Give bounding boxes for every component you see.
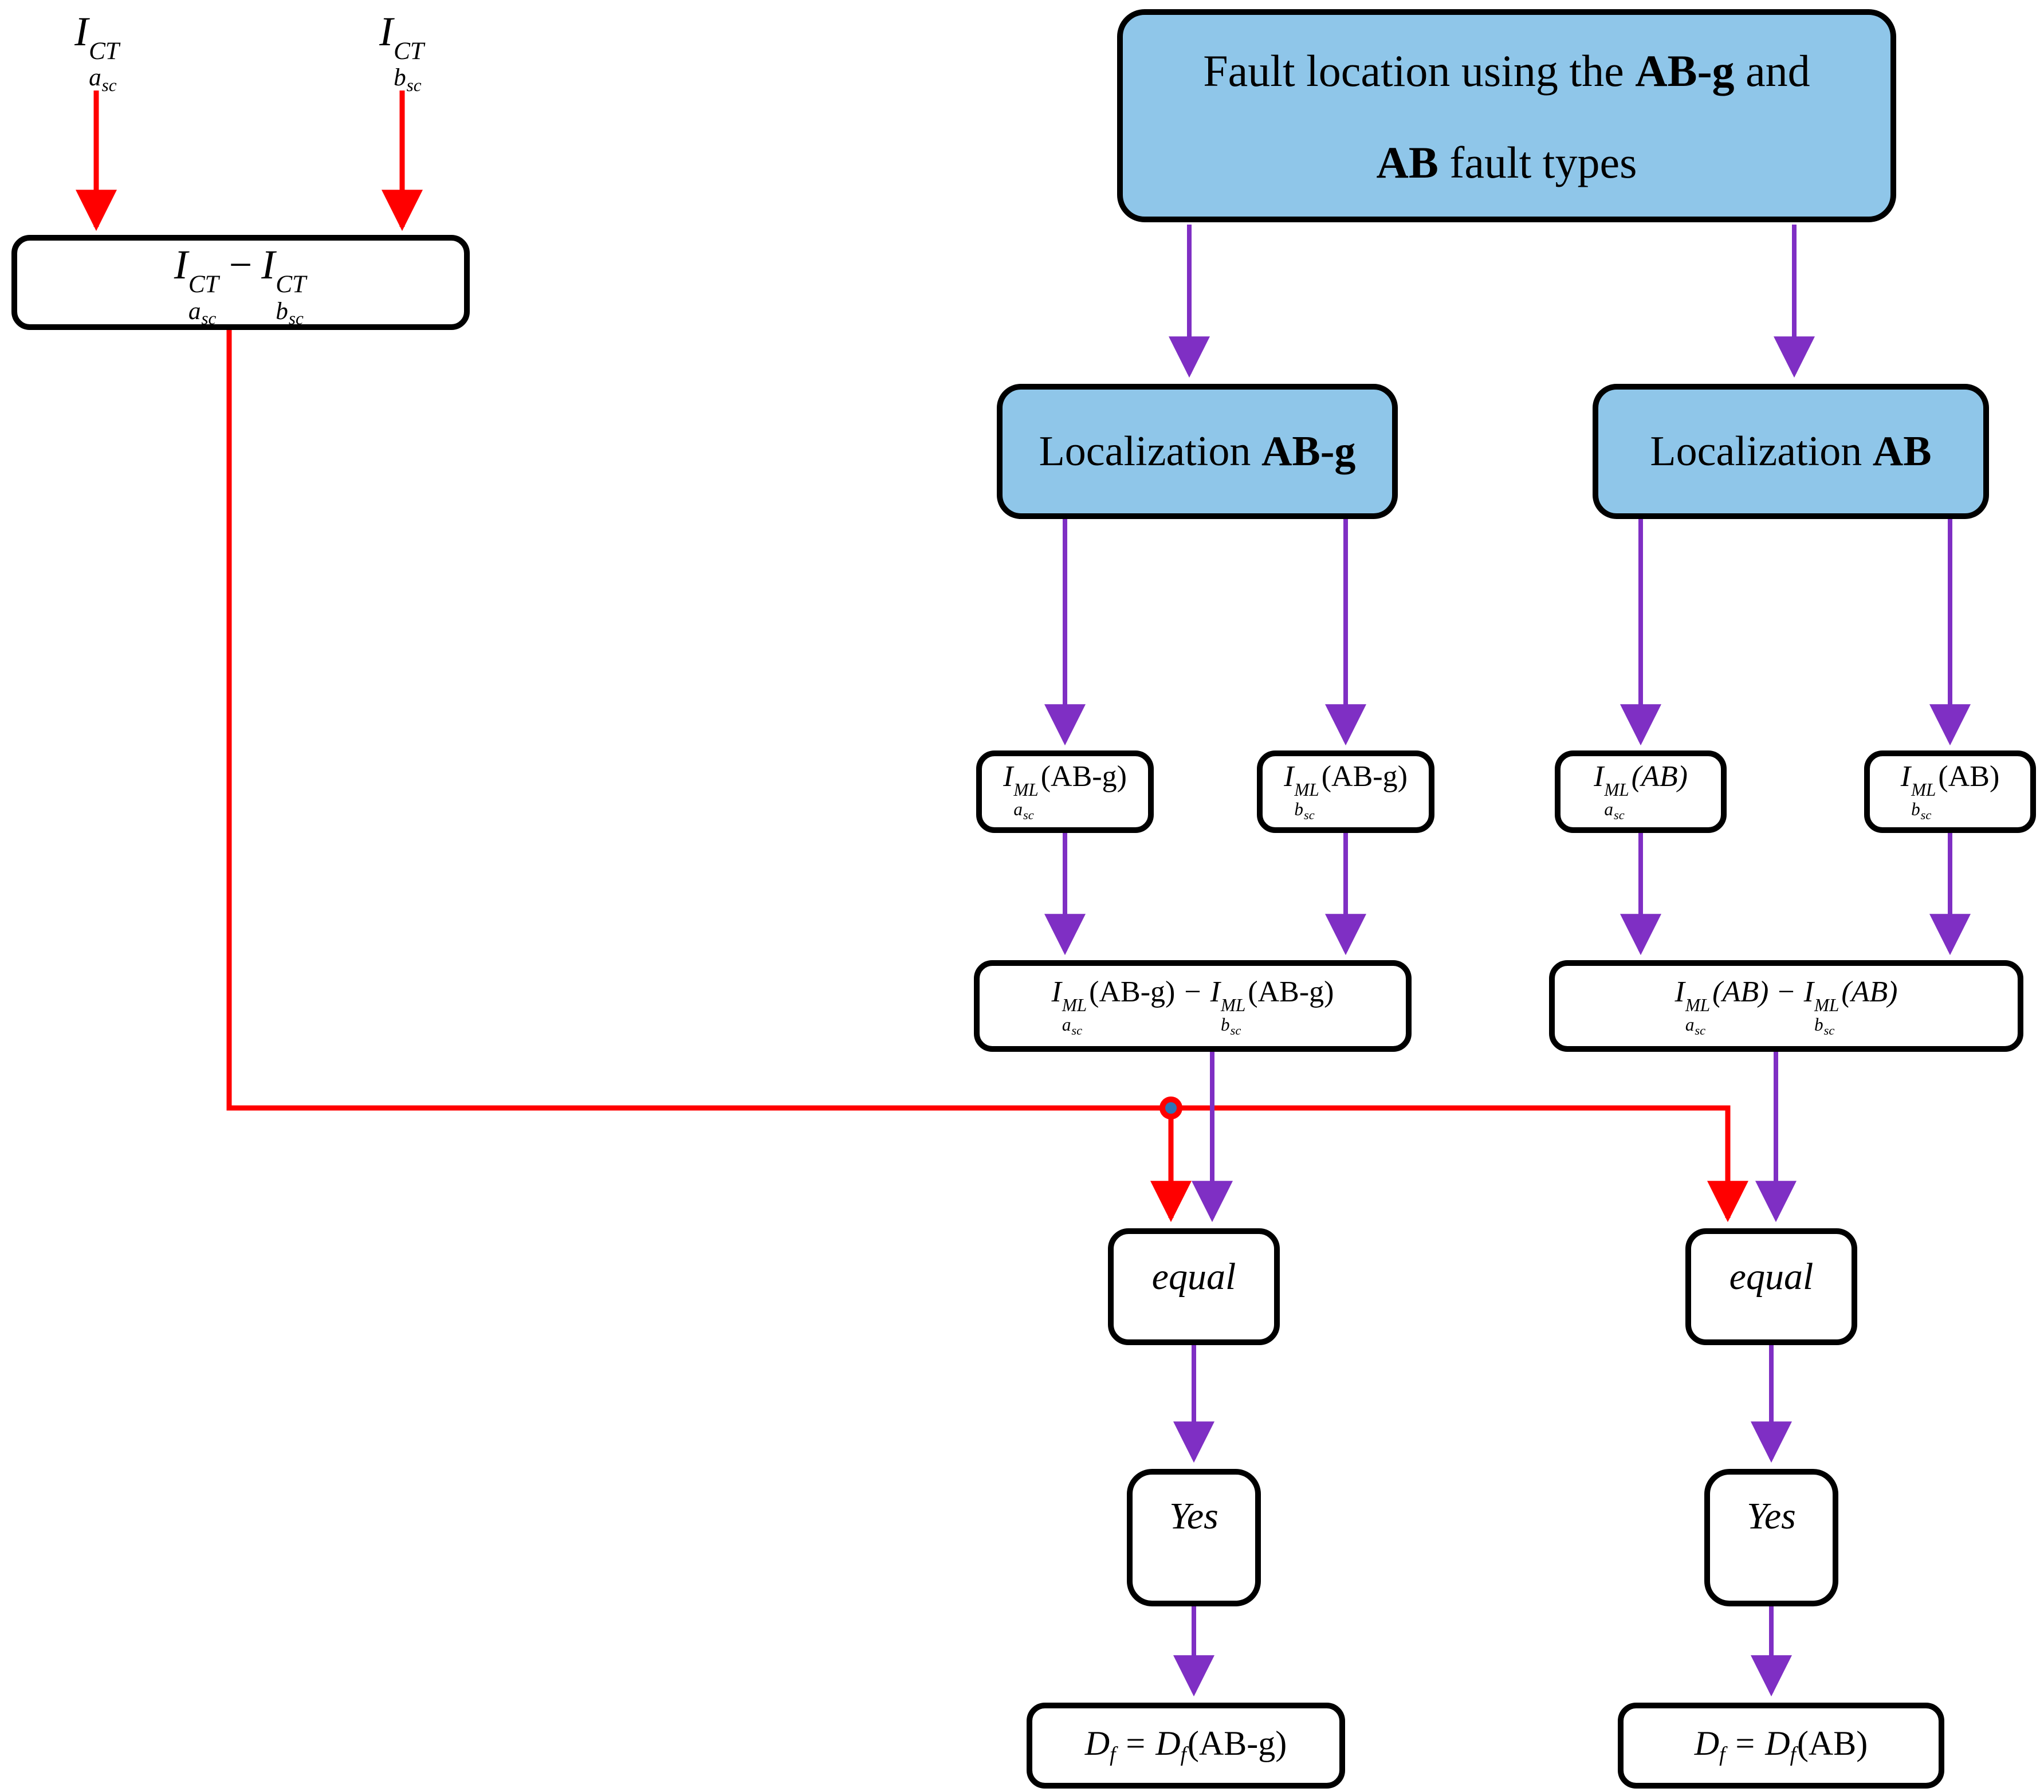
fault-location-line2: AB fault types [1376,137,1637,187]
yes-ab-box: Yes [1704,1469,1838,1606]
fault-distance-ab-box: Df=Df(AB) [1618,1703,1944,1789]
fault-location-title-box: Fault location using the AB-g and AB fau… [1117,9,1896,222]
equal-ab-box: equal [1685,1228,1857,1345]
yes-abg-box: Yes [1127,1469,1261,1606]
fault-distance-abg-box: Df=Df(AB-g) [1027,1703,1345,1789]
junction-dot [1159,1097,1182,1119]
localization-ab-box: Localization AB [1593,384,1989,519]
red-reference-path-to-equal-ab [226,330,1748,1223]
fault-location-line1: Fault location using the AB-g and [1203,46,1810,96]
equal-abg-box: equal [1108,1228,1280,1345]
localization-abg-box: Localization AB-g [997,384,1398,519]
